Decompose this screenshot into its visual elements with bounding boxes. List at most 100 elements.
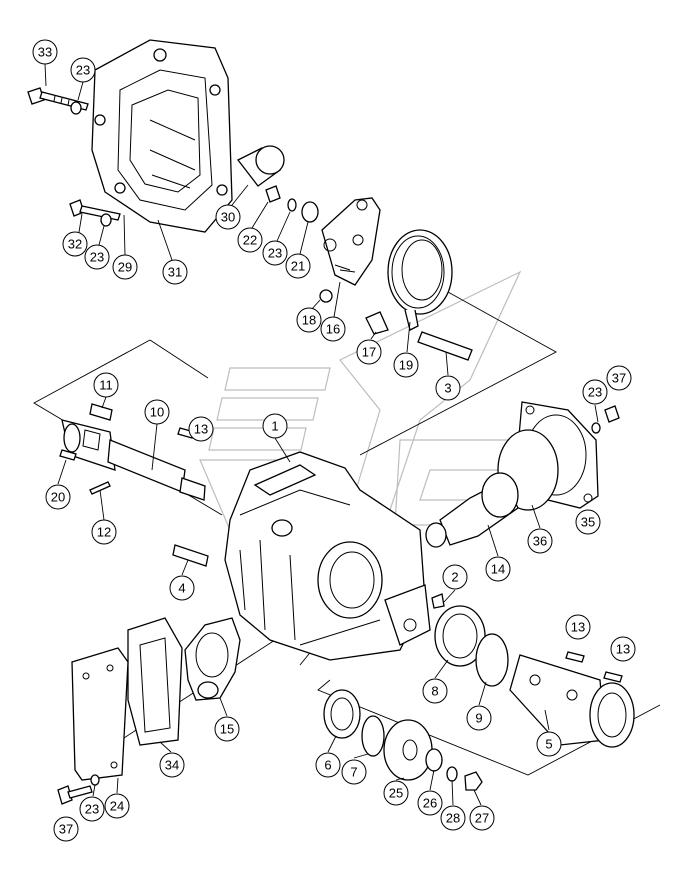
cover-plate-24	[71, 647, 129, 781]
svg-text:21: 21	[291, 259, 305, 274]
callout-6: 6	[315, 752, 341, 778]
callout-8: 8	[422, 678, 448, 704]
callout-37: 37	[606, 365, 632, 391]
svg-text:23: 23	[85, 802, 99, 817]
bolt-22	[265, 185, 281, 203]
svg-text:29: 29	[118, 260, 132, 275]
svg-text:10: 10	[150, 405, 164, 420]
svg-text:37: 37	[59, 822, 73, 837]
key-11	[89, 403, 113, 421]
callout-26: 26	[417, 790, 443, 816]
washer-23-bottom	[90, 774, 100, 786]
callout-17: 17	[356, 339, 382, 365]
bolt-32	[69, 199, 121, 221]
svg-text:23: 23	[268, 246, 282, 261]
svg-text:3: 3	[444, 381, 451, 396]
pin-17	[365, 311, 389, 335]
svg-text:6: 6	[324, 758, 331, 773]
callout-4: 4	[169, 575, 195, 601]
svg-text:18: 18	[302, 313, 316, 328]
shaft-10	[61, 419, 206, 501]
callout-35: 35	[575, 509, 601, 535]
callout-27: 27	[469, 805, 495, 831]
callout-37: 37	[53, 816, 79, 842]
sleeve-5	[509, 654, 635, 748]
callout-16: 16	[320, 316, 346, 342]
main-housing	[224, 451, 431, 661]
ring-9	[475, 633, 509, 687]
washer-28	[446, 766, 458, 782]
svg-text:1: 1	[271, 419, 278, 434]
svg-text:24: 24	[110, 799, 124, 814]
callout-13: 13	[610, 636, 636, 662]
svg-text:22: 22	[243, 233, 257, 248]
svg-text:23: 23	[90, 250, 104, 265]
washer-23-small	[287, 198, 297, 212]
svg-text:26: 26	[423, 796, 437, 811]
callout-28: 28	[440, 805, 466, 831]
callout-9: 9	[466, 705, 492, 731]
svg-text:30: 30	[221, 210, 235, 225]
svg-text:27: 27	[475, 811, 489, 826]
key-13-b	[603, 671, 623, 683]
svg-text:20: 20	[51, 490, 65, 505]
svg-text:37: 37	[612, 371, 626, 386]
disc-25	[383, 719, 433, 781]
pin-12	[89, 481, 111, 495]
cam-15	[184, 617, 241, 701]
callout-14: 14	[485, 556, 511, 582]
gasket-34	[127, 617, 183, 746]
callout-11: 11	[93, 372, 119, 398]
svg-text:23: 23	[588, 385, 602, 400]
svg-text:2: 2	[451, 570, 458, 585]
callout-19: 19	[393, 352, 419, 378]
callout-13: 13	[565, 614, 591, 640]
callout-20: 20	[45, 484, 71, 510]
callout-7: 7	[341, 759, 367, 785]
callout-25: 25	[383, 780, 409, 806]
svg-text:35: 35	[581, 515, 595, 530]
svg-text:11: 11	[99, 378, 113, 393]
callout-33: 33	[32, 39, 58, 65]
svg-text:9: 9	[475, 711, 482, 726]
callout-34: 34	[159, 752, 185, 778]
callout-2: 2	[442, 564, 468, 590]
svg-text:25: 25	[389, 786, 403, 801]
callout-32: 32	[62, 231, 88, 257]
nut-27	[464, 771, 483, 791]
callout-15: 15	[214, 716, 240, 742]
svg-text:19: 19	[399, 358, 413, 373]
callout-30: 30	[215, 204, 241, 230]
svg-text:32: 32	[68, 237, 82, 252]
svg-text:12: 12	[97, 525, 111, 540]
svg-text:31: 31	[168, 265, 182, 280]
bolt-37-left	[57, 785, 73, 805]
spring-19	[387, 229, 453, 331]
callout-5: 5	[536, 731, 562, 757]
callout-36: 36	[527, 528, 553, 554]
ring-7	[361, 715, 385, 757]
svg-text:13: 13	[616, 642, 630, 657]
cap-30	[237, 145, 285, 187]
svg-text:14: 14	[491, 562, 505, 577]
key-20	[59, 449, 77, 461]
callout-22: 22	[237, 227, 263, 253]
callout-18: 18	[296, 307, 322, 333]
gear-case-cover	[91, 39, 233, 233]
svg-text:7: 7	[350, 765, 357, 780]
callout-23: 23	[70, 57, 96, 83]
callout-23: 23	[582, 379, 608, 405]
svg-text:15: 15	[220, 722, 234, 737]
callout-10: 10	[144, 399, 170, 425]
callout-29: 29	[112, 254, 138, 280]
svg-text:13: 13	[194, 422, 208, 437]
callout-31: 31	[162, 259, 188, 285]
callout-12: 12	[91, 519, 117, 545]
seal-6	[323, 689, 361, 739]
svg-text:16: 16	[326, 322, 340, 337]
svg-text:5: 5	[545, 737, 552, 752]
washer-23-right	[591, 422, 601, 434]
svg-text:34: 34	[165, 758, 179, 773]
svg-text:17: 17	[362, 345, 376, 360]
